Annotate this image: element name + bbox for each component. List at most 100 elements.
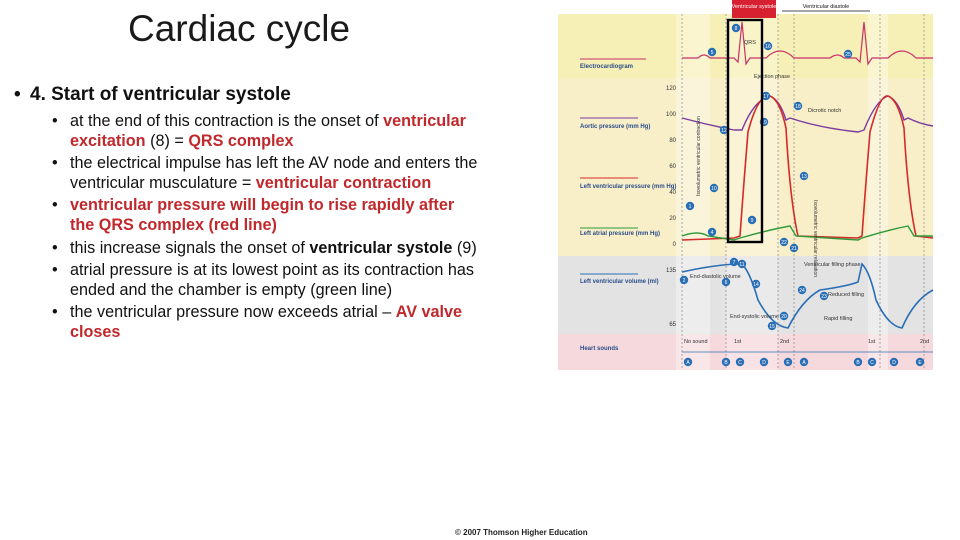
valve-event-label: A <box>686 360 690 366</box>
step-marker <box>779 237 789 247</box>
svg-text:135: 135 <box>666 268 677 274</box>
bullet-text-part: (9) <box>452 238 477 257</box>
bullet-text-part: ventricular contraction <box>255 173 432 192</box>
valve-event-label: A <box>802 360 806 366</box>
step-marker <box>763 41 773 51</box>
step-marker-label: 1 <box>689 204 692 210</box>
systole-label-box <box>732 0 776 18</box>
bullet-text-part: ventricular pressure will begin to rise … <box>70 196 455 234</box>
valve-event-label: C <box>738 360 742 366</box>
highlight-box <box>726 18 764 244</box>
step-marker-label: 20 <box>781 314 787 320</box>
valve-event-marker <box>867 357 877 367</box>
step-marker-label: 23 <box>821 294 827 300</box>
svg-text:60: 60 <box>669 164 676 170</box>
step-marker-label: 14 <box>753 282 759 288</box>
step-marker <box>737 259 747 269</box>
step-marker <box>721 277 731 287</box>
sub-bullet: ventricular pressure will begin to rise … <box>52 196 482 235</box>
step-marker-label: 4 <box>711 230 714 236</box>
svg-text:2nd: 2nd <box>780 339 789 345</box>
systole-label: Ventricular systole <box>732 4 777 10</box>
valve-event-marker <box>783 357 793 367</box>
svg-text:0: 0 <box>673 242 677 248</box>
svg-text:End-systolic volume: End-systolic volume <box>730 314 779 320</box>
diastole-label: Ventricular diastole <box>803 4 849 10</box>
step-marker-label: 17 <box>763 94 769 100</box>
valve-event-marker <box>721 357 731 367</box>
valve-event-marker <box>915 357 925 367</box>
svg-text:1st: 1st <box>868 339 876 345</box>
step-marker <box>779 311 789 321</box>
valve-event-label: B <box>724 360 728 366</box>
svg-text:100: 100 <box>666 112 677 118</box>
lv-volume-trace <box>681 262 934 329</box>
step-marker <box>679 275 689 285</box>
step-marker-label: 13 <box>801 174 807 180</box>
svg-text:65: 65 <box>669 322 676 328</box>
svg-text:Isovolumetric ventricular cont: Isovolumetric ventricular contraction <box>696 116 702 196</box>
valve-event-label: C <box>870 360 874 366</box>
bullet-text-part: atrial pressure is at its lowest point a… <box>70 261 474 299</box>
bullet-text-part: QRS complex <box>188 131 294 150</box>
svg-text:End-diastolic volume: End-diastolic volume <box>690 274 741 280</box>
bullet-text-part: AV valve closes <box>70 303 463 341</box>
la-pressure-trace <box>681 225 933 241</box>
sub-bullet-list: at the end of this contraction is the on… <box>52 112 482 346</box>
valve-event-marker <box>735 357 745 367</box>
svg-text:2nd: 2nd <box>920 339 929 345</box>
svg-text:80: 80 <box>669 138 676 144</box>
la-pressure-row-label: Left atrial pressure (mm Hg) <box>580 231 660 237</box>
step-marker <box>761 91 771 101</box>
aortic-row-label: Aortic pressure (mm Hg) <box>580 124 650 130</box>
step-marker-label: 15 <box>769 324 775 330</box>
aortic-trace <box>681 95 934 133</box>
step-marker-label: 8 <box>735 26 738 32</box>
bullet-text-part: ventricular excitation <box>70 112 466 150</box>
step-marker-label: 5 <box>711 50 714 56</box>
step-marker-label: 6 <box>725 280 728 286</box>
svg-text:1st: 1st <box>734 339 742 345</box>
sub-bullet: the ventricular pressure now exceeds atr… <box>52 303 482 342</box>
valve-event-marker <box>889 357 899 367</box>
step-marker <box>799 171 809 181</box>
valve-event-marker <box>799 357 809 367</box>
step-marker-label: 7 <box>733 260 736 266</box>
step-marker-label: 10 <box>711 186 717 192</box>
svg-text:Ejection phase: Ejection phase <box>754 74 790 80</box>
svg-text:Reduced filling: Reduced filling <box>828 292 864 298</box>
svg-text:Isovolumetric ventricular rela: Isovolumetric ventricular relaxation <box>812 200 818 277</box>
heart-sounds-row-label: Heart sounds <box>580 346 619 352</box>
svg-text:No sound: No sound <box>684 339 708 345</box>
bullet-text-part: the ventricular pressure now exceeds atr… <box>70 303 396 322</box>
step-marker-label: 19 <box>761 120 767 126</box>
valve-event-label: D <box>762 360 766 366</box>
sub-bullet: atrial pressure is at its lowest point a… <box>52 261 482 300</box>
main-bullet: •4. Start of ventricular systole <box>14 84 291 105</box>
svg-text:40: 40 <box>669 190 676 196</box>
step-marker-label: 25 <box>845 52 851 58</box>
step-marker-label: 2 <box>683 278 686 284</box>
valve-event-marker <box>759 357 769 367</box>
step-marker <box>767 321 777 331</box>
step-marker <box>747 215 757 225</box>
step-marker-label: 21 <box>791 246 797 252</box>
step-marker <box>793 101 803 111</box>
step-marker-label: 11 <box>739 262 744 268</box>
bullet-text-part: (8) = <box>145 131 189 150</box>
svg-text:120: 120 <box>666 86 677 92</box>
sub-bullet: this increase signals the onset of ventr… <box>52 239 482 259</box>
cardiac-cycle-diagram: Ventricular systole Ventricular diastole… <box>558 0 958 375</box>
copyright: © 2007 Thomson Higher Education <box>455 528 588 537</box>
step-marker <box>797 285 807 295</box>
step-marker <box>843 49 853 59</box>
step-marker <box>707 47 717 57</box>
step-marker <box>731 23 741 33</box>
lv-volume-row-label: Left ventricular volume (ml) <box>580 279 659 285</box>
bullet-text-part: ventricular systole <box>309 238 453 257</box>
svg-text:20: 20 <box>669 216 676 222</box>
sub-bullet: the electrical impulse has left the AV n… <box>52 154 482 193</box>
ecg-trace <box>682 21 933 66</box>
step-marker <box>751 279 761 289</box>
step-marker <box>819 291 829 301</box>
